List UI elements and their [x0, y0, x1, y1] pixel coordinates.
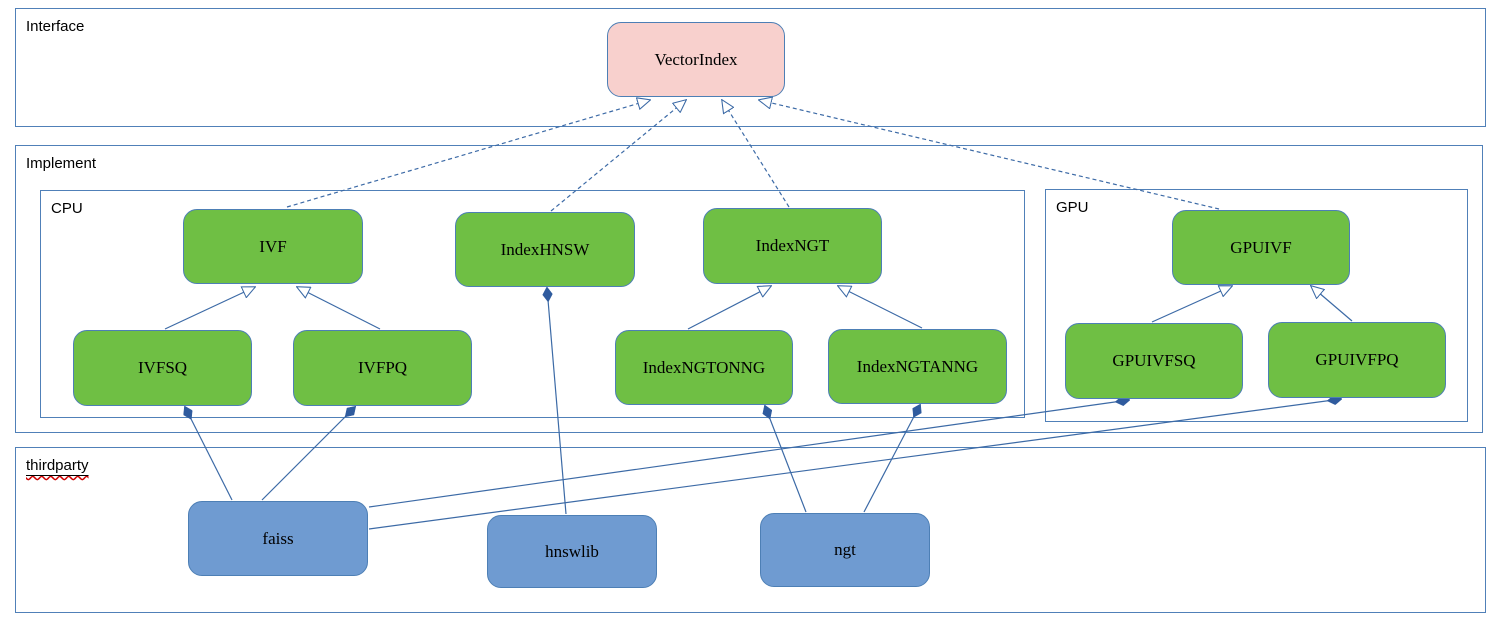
node-gpuivf-label: GPUIVF [1230, 237, 1292, 257]
node-indexngt[interactable]: IndexNGT [703, 208, 882, 284]
node-indexngtanng-label: IndexNGTANNG [856, 356, 979, 376]
node-ivfpq-label: IVFPQ [357, 358, 408, 377]
node-ivf-label: IVF [259, 236, 287, 256]
node-vectorindex[interactable]: VectorIndex [607, 22, 785, 97]
node-ivfsq[interactable]: IVFSQ [73, 330, 252, 406]
node-gpuivf[interactable]: GPUIVF [1172, 210, 1350, 285]
node-gpuivfsq[interactable]: GPUIVFSQ [1065, 323, 1243, 399]
node-indexngtonng[interactable]: IndexNGTONNG [615, 330, 793, 405]
gpu-container-label: GPU [1056, 199, 1089, 216]
interface-container-label: Interface [26, 18, 85, 35]
cpu-container-label: CPU [51, 200, 83, 217]
node-faiss[interactable]: faiss [188, 501, 368, 576]
node-ngt-label: ngt [834, 540, 856, 559]
node-gpuivfpq[interactable]: GPUIVFPQ [1268, 322, 1446, 398]
node-indexhnsw-label: IndexHNSW [500, 239, 590, 259]
node-faiss-label: faiss [262, 528, 294, 548]
implement-container-label: Implement [26, 155, 97, 172]
node-ivfsq-label: IVFSQ [137, 358, 188, 377]
node-gpuivfsq-label: GPUIVFSQ [1112, 351, 1196, 370]
node-indexngt-label: IndexNGT [755, 236, 830, 255]
node-hnswlib[interactable]: hnswlib [487, 515, 657, 588]
thirdparty-container-label-text: thirdparty [26, 457, 89, 474]
thirdparty-container-label: thirdparty [26, 457, 89, 474]
node-ngt[interactable]: ngt [760, 513, 930, 587]
node-gpuivfpq-label: GPUIVFPQ [1315, 350, 1399, 369]
node-ivfpq[interactable]: IVFPQ [293, 330, 472, 406]
node-ivf[interactable]: IVF [183, 209, 363, 284]
node-indexngtanng[interactable]: IndexNGTANNG [828, 329, 1007, 404]
node-vectorindex-label: VectorIndex [654, 49, 738, 69]
node-hnswlib-label: hnswlib [545, 541, 599, 561]
node-indexngtonng-label: IndexNGTONNG [642, 357, 766, 377]
node-indexhnsw[interactable]: IndexHNSW [455, 212, 635, 287]
